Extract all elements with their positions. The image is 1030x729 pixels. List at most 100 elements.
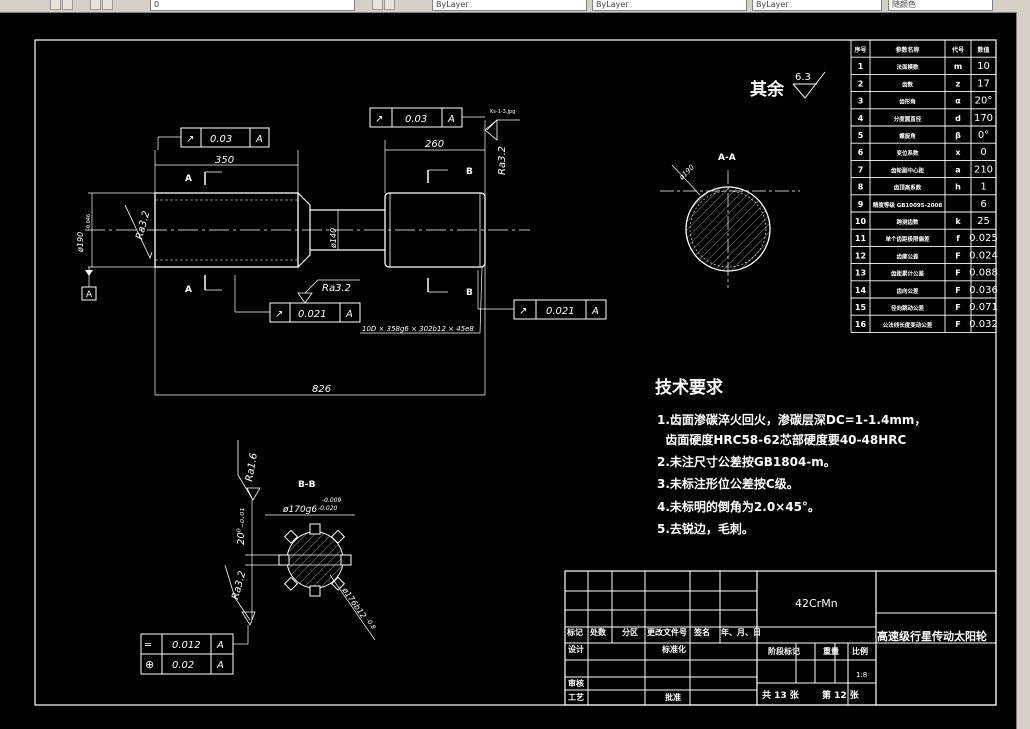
table-cell: 15 (855, 303, 867, 312)
svg-text:B: B (466, 288, 473, 298)
svg-text:A: A (216, 660, 224, 671)
layer-select[interactable]: 0 (150, 0, 355, 11)
table-header: 序号 (853, 46, 866, 54)
table-header: 代号 (951, 46, 964, 54)
table-cell: 变位系数 (896, 149, 919, 157)
svg-text:共 13 张: 共 13 张 (762, 689, 800, 701)
table-cell: 1 (980, 182, 986, 193)
drawing-canvas[interactable]: 其余 6.3 350 260 826 (0, 12, 1016, 729)
svg-text:Ra3.2: Ra3.2 (497, 146, 508, 175)
table-cell: z (956, 79, 961, 88)
toolbar-icon-4[interactable] (102, 0, 113, 10)
svg-text:ø190: ø190 (76, 232, 85, 253)
toolbar-icon-5[interactable] (372, 0, 383, 10)
vertical-scrollbar[interactable] (1016, 12, 1030, 729)
svg-text:齿面硬度HRC58-62芯部硬度要40-48HRC: 齿面硬度HRC58-62芯部硬度要40-48HRC (657, 432, 906, 447)
table-cell: β (955, 131, 961, 140)
svg-text:ø170g6: ø170g6 (282, 505, 317, 515)
svg-text:Ra1.6: Ra1.6 (244, 452, 260, 482)
table-cell: 0 (980, 147, 986, 158)
table-cell: 6 (980, 199, 986, 210)
svg-text:设计: 设计 (568, 644, 584, 654)
linetype-select[interactable]: ByLayer (432, 0, 587, 11)
svg-text:Ks-1-3.Jpg: Ks-1-3.Jpg (490, 109, 515, 115)
svg-text:0.021: 0.021 (298, 309, 327, 320)
table-cell: 12 (855, 251, 866, 260)
toolbar-icon-6[interactable] (384, 0, 395, 10)
svg-text:第 12 张: 第 12 张 (822, 689, 860, 701)
table-cell: 20° (975, 96, 993, 107)
svg-text:↗: ↗ (519, 306, 527, 317)
svg-text:A: A (447, 114, 455, 125)
svg-text:0.03: 0.03 (405, 114, 427, 125)
cad-toolbar: 0 ByLayer ByLayer ByLayer 随颜色 (0, 0, 1030, 13)
svg-text:批准: 批准 (665, 692, 681, 702)
section-bb-view: B-B Ra1.6 ø170g6 -0.009 -0.020 20⁰₋₀.₀₁ (224, 440, 377, 641)
svg-text:标记: 标记 (566, 627, 583, 637)
shaft-main-view: 350 260 826 ø190 -0.046 A ø140 Ra3.2 Ra3… (76, 109, 530, 396)
table-cell: 17 (977, 78, 990, 89)
svg-text:签名: 签名 (693, 627, 710, 637)
color-select[interactable]: 随颜色 (888, 0, 993, 11)
title-block-text: 42CrMn 高速级行星传动太阳轮 标记 处数 分区 更改文件号 签名 年、月、… (566, 597, 987, 702)
table-cell: 10 (855, 217, 867, 226)
table-cell: 齿向公差 (896, 287, 919, 295)
table-cell: 齿廓公差 (896, 252, 919, 260)
table-cell: k (955, 217, 961, 226)
lineweight-select[interactable]: ByLayer (592, 0, 747, 11)
table-cell: 7 (858, 165, 864, 174)
tech-title: 技术要求 (655, 377, 723, 398)
table-cell: 0° (978, 130, 989, 141)
table-cell: 法面模数 (896, 63, 919, 71)
svg-text:比例: 比例 (852, 646, 868, 656)
svg-text:分区: 分区 (622, 627, 638, 637)
svg-text:审核: 审核 (568, 678, 584, 688)
svg-text:A: A (255, 134, 263, 145)
bottom-tolerance-frames: ═ 0.012 A ⊕ 0.02 A (140, 625, 249, 675)
table-cell: 4 (858, 114, 864, 123)
table-cell: F (955, 286, 960, 295)
svg-text:阶段标记: 阶段标记 (768, 646, 800, 656)
table-cell: a (955, 165, 960, 174)
svg-text:更改文件号: 更改文件号 (647, 627, 687, 637)
table-cell: 齿顶高系数 (894, 184, 922, 192)
table-cell: 齿距累计公差 (891, 270, 925, 278)
svg-text:0.012: 0.012 (172, 640, 201, 651)
tolerance-frame-1: ↗ 0.03 A (157, 127, 270, 150)
plotstyle-select[interactable]: ByLayer (752, 0, 882, 11)
table-cell: 0.024 (969, 250, 998, 261)
table-cell: 6 (858, 148, 864, 157)
svg-text:年、月、日: 年、月、日 (721, 627, 761, 637)
table-cell: 5 (858, 131, 864, 140)
tolerance-frame-4: ↗ 0.021 A (477, 270, 607, 320)
svg-text:Ra3.2: Ra3.2 (230, 570, 248, 601)
table-cell: 14 (855, 286, 867, 295)
svg-text:-0.009: -0.009 (322, 497, 342, 504)
table-cell: 径向跳动公差 (891, 304, 925, 312)
table-cell: 分度圆直径 (894, 115, 922, 123)
svg-text:260: 260 (425, 139, 444, 150)
table-cell: 0.036 (969, 285, 998, 296)
section-aa-view: A-A ø190 (660, 153, 800, 288)
toolbar-icon-1[interactable] (50, 0, 61, 10)
svg-text:-0.8: -0.8 (364, 617, 377, 631)
general-roughness-note: 其余 6.3 (750, 71, 826, 100)
toolbar-icon-2[interactable] (62, 0, 73, 10)
table-cell: h (955, 183, 961, 192)
table-cell: 9 (858, 200, 864, 209)
svg-text:═: ═ (144, 640, 152, 651)
drawing-border (34, 39, 997, 706)
table-cell: 齿轮副中心距 (891, 166, 925, 174)
svg-text:2.未注尺寸公差按GB1804-m。: 2.未注尺寸公差按GB1804-m。 (657, 454, 836, 469)
svg-text:ø140: ø140 (329, 228, 338, 249)
table-cell: 10 (977, 61, 990, 72)
tolerance-frame-2: ↗ 0.03 A (369, 107, 485, 128)
toolbar-icon-3[interactable] (90, 0, 101, 10)
svg-text:0.021: 0.021 (546, 306, 575, 317)
table-cell: 170 (974, 113, 993, 124)
table-cell: F (955, 320, 960, 329)
svg-text:↗: ↗ (275, 309, 283, 320)
svg-text:1:8: 1:8 (856, 671, 867, 679)
svg-text:6.3: 6.3 (795, 72, 811, 83)
svg-text:重量: 重量 (823, 646, 839, 656)
